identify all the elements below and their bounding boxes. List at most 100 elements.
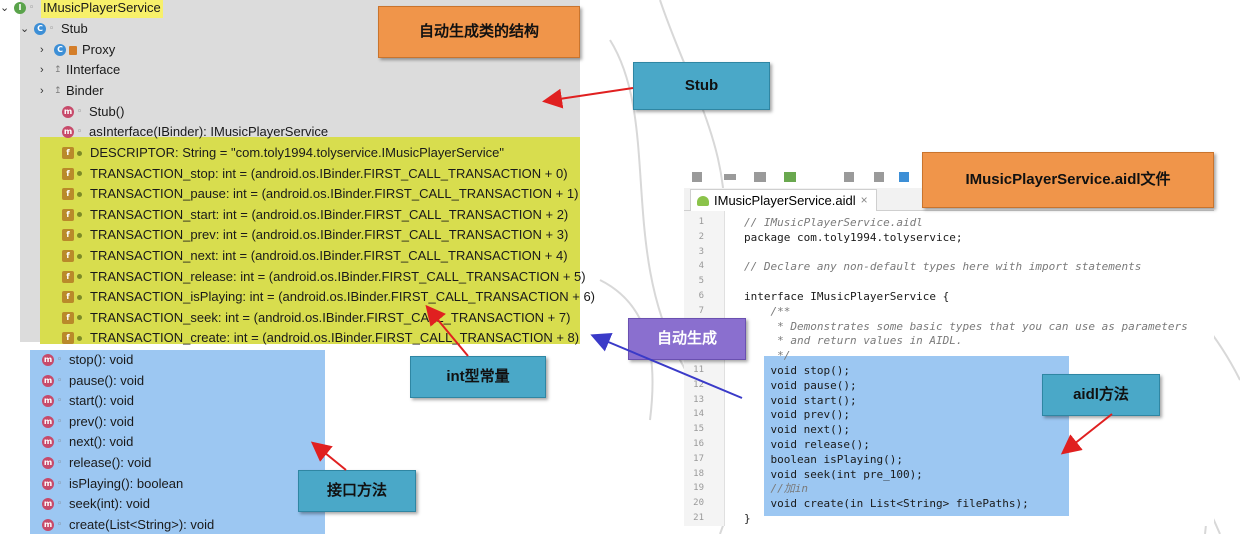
line-number: 14 [693,409,704,420]
method-row[interactable]: m◦create(List<String>): void [42,515,214,535]
public-icon: ◦ [77,107,83,117]
final-icon [77,294,82,300]
line-number: 3 [698,246,704,257]
methods-highlight [30,350,325,534]
code-line: } [744,512,751,525]
line-number: 12 [693,379,704,390]
code-line: void seek(int pre_100); [744,467,923,481]
line-number: 1 [698,217,704,227]
code-line: void start(); [744,393,857,407]
code-line: boolean isPlaying(); [744,452,903,466]
static-field-icon: f [62,311,74,324]
code-line: void next(); [744,423,850,437]
static-field-icon: f [62,229,74,242]
constant-row[interactable]: f TRANSACTION_prev: int = (android.os.IBi… [62,225,568,245]
constant-label: TRANSACTION_prev: int = (android.os.IBin… [90,227,569,243]
method-icon: m [42,395,54,408]
public-icon: ◦ [49,24,55,34]
tree-iinterface-row[interactable]: › ↥ IInterface [40,60,120,80]
android-icon [697,195,709,206]
toolbar-button-icon [784,172,796,182]
constant-label: TRANSACTION_release: int = (android.os.I… [90,268,586,284]
chevron-right-icon[interactable]: › [40,85,44,97]
arrow-aidl-methods [1060,413,1113,455]
tree-stub-ctor-row[interactable]: m ◦ Stub() [62,102,124,122]
interface-icon: I [14,2,26,14]
chevron-down-icon[interactable]: ⌄ [20,23,30,35]
close-icon[interactable]: × [860,193,868,207]
static-icon: ◦ [77,127,83,137]
method-row[interactable]: m◦ start(): void [42,391,134,411]
final-icon [77,150,82,156]
tree-proxy-label: Proxy [82,42,116,57]
line-number: 6 [698,291,704,301]
final-icon [77,232,82,238]
code-line: */ [744,349,791,363]
tree-root-label: IMusicPlayerService [41,0,163,18]
tree-asinterface-row[interactable]: m ◦ asInterface(IBinder): IMusicPlayerSe… [62,122,328,142]
tree-binder-row[interactable]: › ↥ Binder [40,81,104,101]
final-icon [77,274,82,280]
inherited-icon: ↥ [54,86,62,96]
tree-asinterface-label: asInterface(IBinder): IMusicPlayerServic… [89,124,329,139]
arrow-stub [542,87,634,109]
tree-root-row[interactable]: ⌄ I ◦ IMusicPlayerService [0,0,163,18]
public-icon: ◦ [57,499,63,510]
method-row[interactable]: m◦stop(): void [42,350,133,370]
public-icon: ◦ [57,416,63,427]
method-icon: m [42,477,54,490]
code-line: //加in [744,482,808,496]
final-icon [77,335,82,341]
arrow-int-constants [425,304,469,357]
public-icon: ◦ [57,458,63,468]
static-field-icon: f [62,291,74,304]
line-number: 16 [693,439,704,449]
toolbar-button-icon [724,174,736,180]
code-line: // Declare any non-default types here wi… [744,260,1142,274]
chevron-right-icon[interactable]: › [40,44,44,56]
method-row[interactable]: m◦release(): void [42,453,151,473]
arrow-auto-generated [590,332,743,399]
line-number: 13 [693,394,704,405]
method-icon: m [42,498,54,511]
method-label: start(): void [69,393,135,409]
method-icon: m [62,106,74,118]
method-label: isPlaying(): boolean [69,475,184,491]
inherited-icon: ↥ [54,65,62,75]
toolbar-icons [692,172,909,182]
public-icon: ◦ [57,396,63,407]
line-number: 19 [693,483,704,494]
method-row[interactable]: m◦seek(int): void [42,494,150,514]
tab-imusicplayerservice-aidl[interactable]: IMusicPlayerService.aidl × [690,189,877,211]
line-number: 4 [698,261,704,272]
code-line: void pause(); [744,378,857,392]
line-number: 17 [693,453,704,464]
method-row[interactable]: m◦next(): void [42,432,133,452]
final-icon [77,212,82,218]
tree-proxy-row[interactable]: › C Proxy [40,40,115,60]
constant-label: TRANSACTION_start: int = (android.os.IBi… [90,206,569,222]
final-icon [77,191,82,197]
method-row[interactable]: m◦isPlaying(): boolean [42,474,183,494]
tree-binder-label: Binder [66,83,104,98]
tree-stub-row[interactable]: ⌄ C ◦ Stub [20,19,88,39]
public-icon: ◦ [57,519,63,530]
line-number: 7 [698,305,704,316]
chevron-right-icon[interactable]: › [40,64,44,76]
chevron-down-icon[interactable]: ⌄ [0,2,10,14]
constant-label: TRANSACTION_pause: int = (android.os.IBi… [90,186,579,202]
static-field-icon: f [62,250,74,262]
code-line: interface IMusicPlayerService { [744,290,950,303]
method-row[interactable]: m◦pause(): void [42,371,144,391]
method-label: prev(): void [69,413,135,429]
method-row[interactable]: m◦prev(): void [42,412,134,432]
